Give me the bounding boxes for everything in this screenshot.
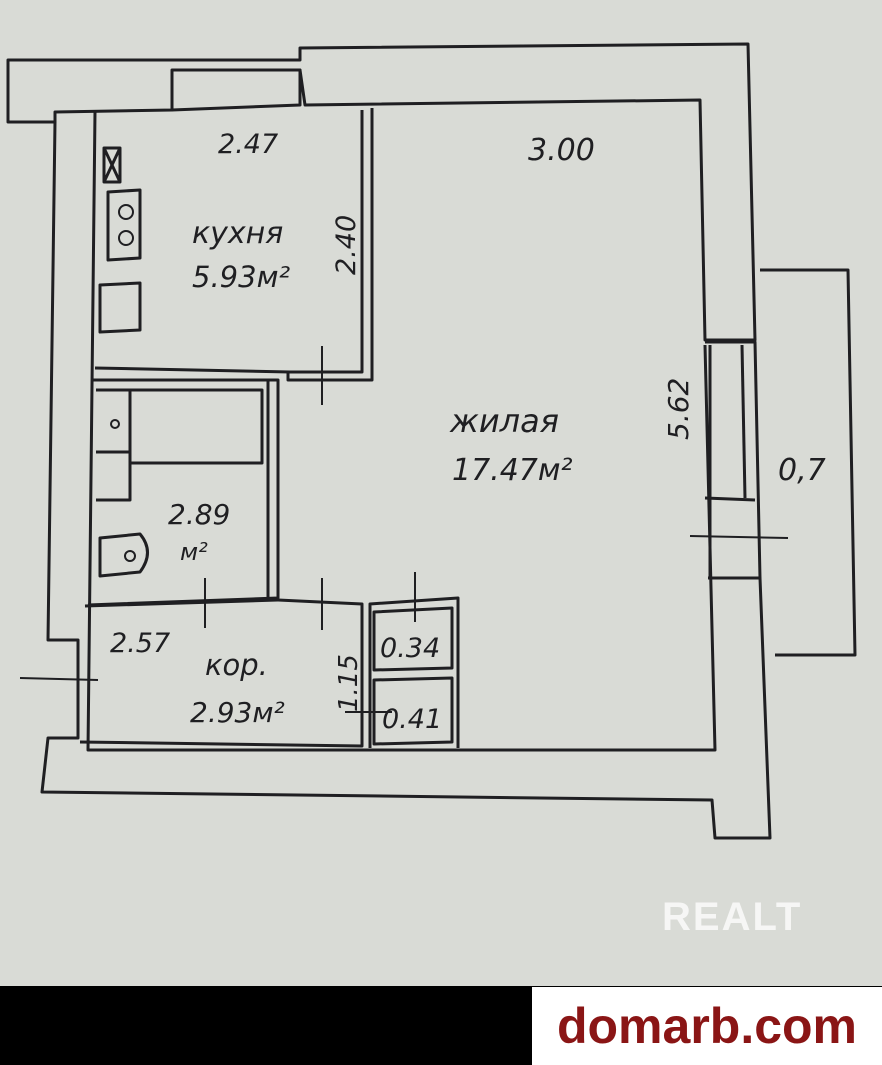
brand-banner[interactable]: domarb.com: [532, 987, 882, 1065]
floor-plan: 2.47 кухня 5.93м² 2.40 3.00 жилая 17.47м…: [6, 42, 857, 840]
closet-top-area: 0.34: [380, 633, 440, 664]
corridor-name: кор.: [205, 648, 268, 682]
kitchen-depth: 2.40: [331, 215, 362, 275]
balcony-depth: 0,7: [778, 453, 826, 488]
bathroom-wall: [87, 378, 280, 607]
kitchen-width: 2.47: [218, 129, 278, 160]
kitchen-wall: [286, 108, 374, 382]
closet-bottom-area: 0.41: [382, 704, 442, 735]
living-depth: 5.62: [662, 378, 695, 440]
corridor-width: 2.57: [110, 628, 170, 659]
corridor-wall: [79, 598, 364, 748]
watermark-logo: REALT: [662, 895, 803, 939]
corridor-depth: 1.15: [334, 654, 364, 712]
corridor-area: 2.93м²: [190, 696, 285, 729]
outer-wall: [6, 42, 757, 342]
inner-outline: [86, 111, 717, 752]
window-right: [705, 340, 762, 580]
bathroom-width: 2.89: [168, 498, 230, 531]
window-top: [171, 68, 302, 112]
balcony: [760, 268, 857, 657]
living-width: 3.00: [528, 133, 595, 168]
brand-text: domarb.com: [556, 998, 858, 1054]
kitchen-area: 5.93м²: [192, 260, 290, 294]
living-area: 17.47м²: [452, 453, 573, 488]
kitchen-name: кухня: [192, 216, 283, 251]
living-name: жилая: [449, 402, 559, 440]
bathroom-unit: м²: [180, 538, 208, 566]
